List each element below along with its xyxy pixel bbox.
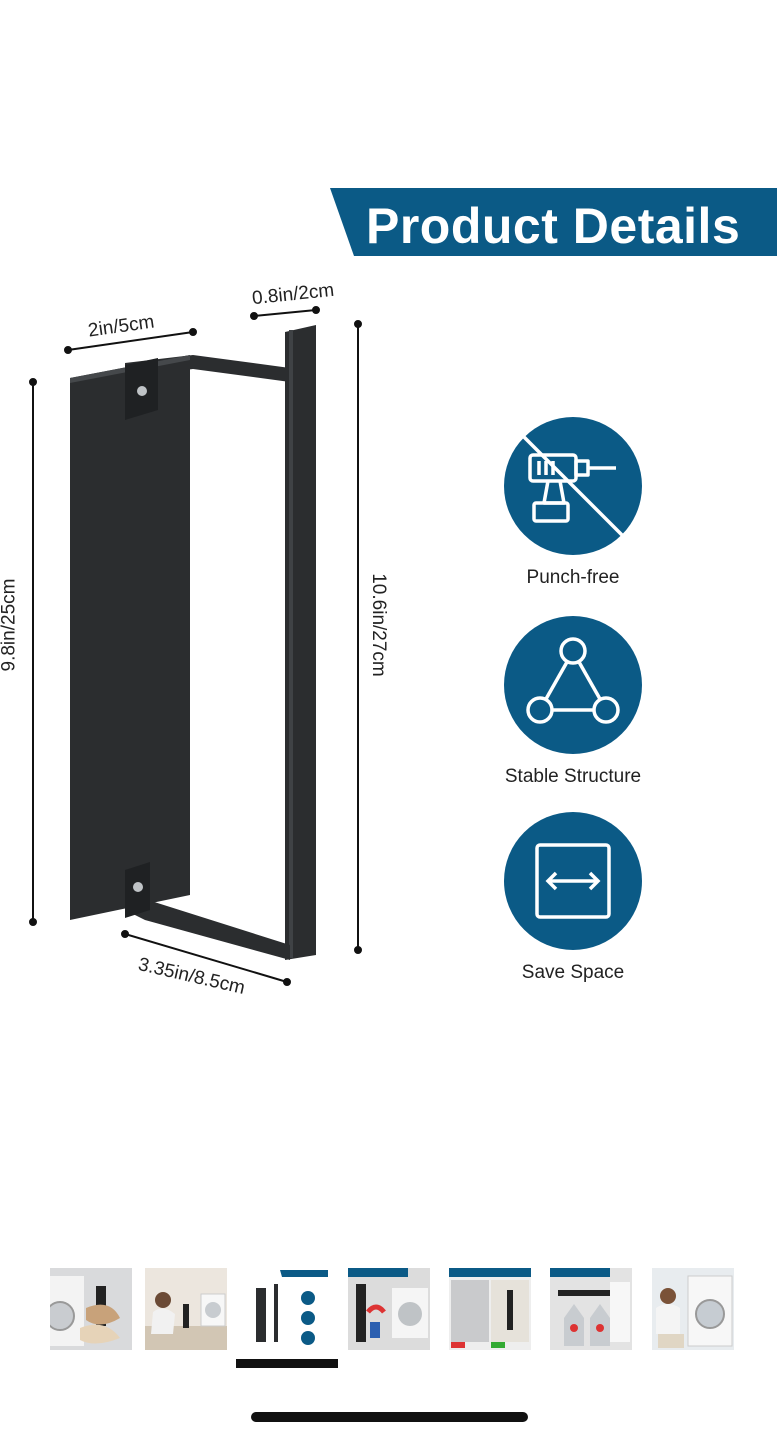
feature-label-punch-free: Punch-free	[526, 567, 620, 588]
washer-photo	[652, 1268, 734, 1350]
thumbnail-2[interactable]	[145, 1268, 227, 1350]
drill-crossed-icon	[504, 417, 642, 555]
laundry-room-photo	[50, 1268, 132, 1350]
thumbnail-5[interactable]	[449, 1268, 531, 1350]
selected-thumbnail-indicator	[236, 1359, 338, 1368]
towel-rack-drawing	[29, 306, 362, 986]
product-details-preview	[246, 1268, 328, 1350]
triangle-nodes-icon	[504, 616, 642, 754]
magnet-preview-2	[550, 1268, 632, 1350]
dimension-left-height: 9.8in/25cm	[0, 578, 20, 672]
home-indicator[interactable]	[251, 1412, 528, 1422]
banner-title: Product Details	[366, 198, 741, 254]
advantage-preview	[449, 1268, 531, 1350]
magnet-preview	[348, 1268, 430, 1350]
product-details-banner	[330, 188, 777, 256]
dimension-right-height: 10.6in/27cm	[367, 573, 389, 677]
thumbnail-1[interactable]	[50, 1268, 132, 1350]
woman-laundry-photo	[145, 1268, 227, 1350]
thumbnail-4[interactable]	[348, 1268, 430, 1350]
thumbnail-6[interactable]	[550, 1268, 632, 1350]
arrows-horizontal-icon	[504, 812, 642, 950]
feature-label-stable-structure: Stable Structure	[504, 766, 642, 787]
thumbnail-3-selected[interactable]	[246, 1268, 328, 1350]
thumbnail-7[interactable]	[652, 1268, 734, 1350]
main-product-image[interactable]: Product Details	[0, 0, 777, 1240]
feature-label-save-space: Save Space	[521, 962, 625, 983]
